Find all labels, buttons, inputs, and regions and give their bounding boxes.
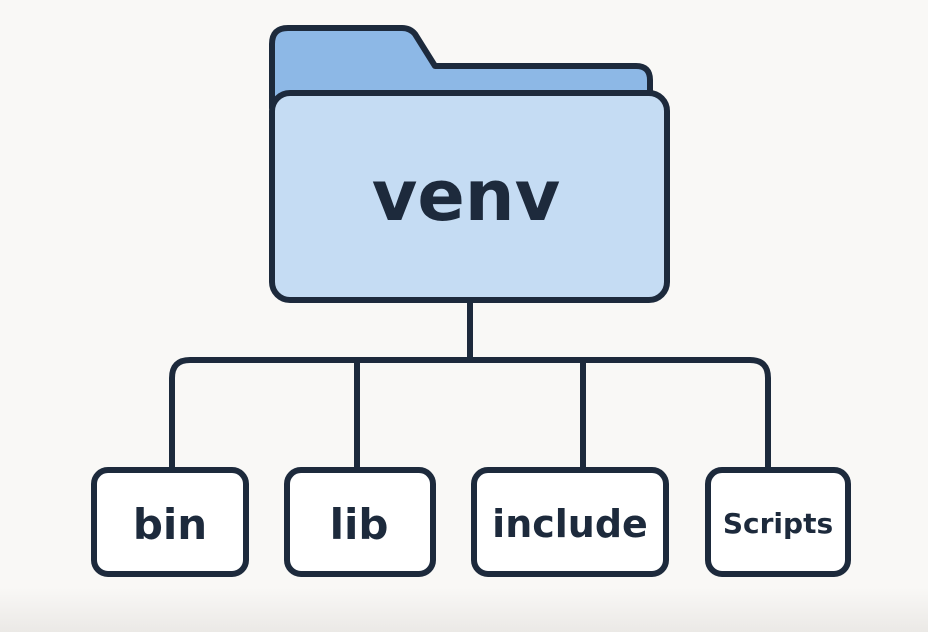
child-box — [471, 467, 669, 577]
child-label-bin: bin — [133, 500, 207, 549]
child-label-include: include — [492, 502, 648, 546]
child-label-lib: lib — [330, 500, 389, 549]
venv-folder-label: venv — [372, 155, 561, 237]
child-box — [705, 467, 851, 577]
child-box — [284, 467, 436, 577]
child-folder-lib[interactable]: lib — [284, 467, 436, 577]
child-folder-bin[interactable]: bin — [91, 467, 249, 577]
child-label-scripts: Scripts — [723, 507, 833, 540]
folder-back-tab — [269, 25, 653, 111]
child-folder-scripts[interactable]: Scripts — [705, 467, 851, 577]
child-folder-include[interactable]: include — [471, 467, 669, 577]
horizontal-bus-line — [169, 357, 771, 473]
child-box — [91, 467, 249, 577]
connector-lines — [169, 297, 771, 473]
venv-folder-icon[interactable]: venv — [269, 25, 670, 303]
folder-front-panel — [269, 90, 670, 303]
